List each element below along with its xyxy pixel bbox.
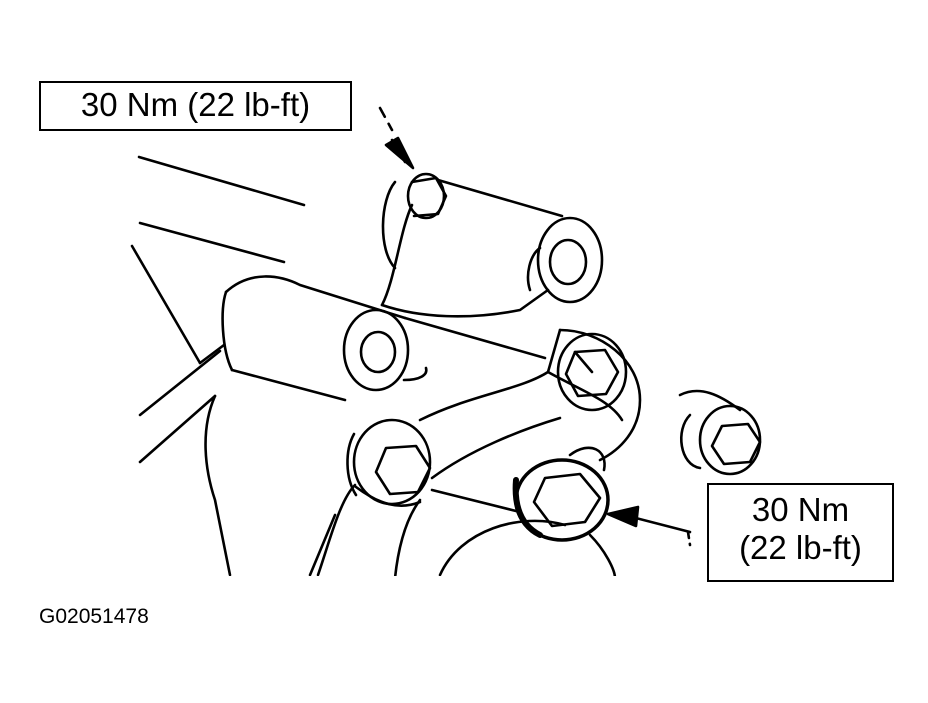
bracket-upper-bolt <box>556 332 628 412</box>
side-bolt <box>678 389 762 476</box>
upper-mount-boss <box>380 178 604 318</box>
top-bolt <box>406 172 448 220</box>
torque-imperial-label: (22 lb-ft) <box>739 528 862 566</box>
bracket-plate <box>418 328 642 514</box>
engine-block-outline <box>130 155 337 577</box>
hose <box>316 483 617 580</box>
top-callout-arrow <box>378 106 415 170</box>
figure-id-label: G02051478 <box>39 605 149 628</box>
lower-mount-boss <box>221 275 547 402</box>
bracket-left-bolt <box>346 418 432 506</box>
torque-callout-right: 30 Nm (22 lb-ft) <box>707 483 894 582</box>
torqued-nut <box>512 446 610 542</box>
torque-value-label: 30 Nm <box>751 491 850 528</box>
torque-callout-top: 30 Nm (22 lb-ft) <box>39 81 352 131</box>
right-callout-arrow <box>606 505 692 547</box>
